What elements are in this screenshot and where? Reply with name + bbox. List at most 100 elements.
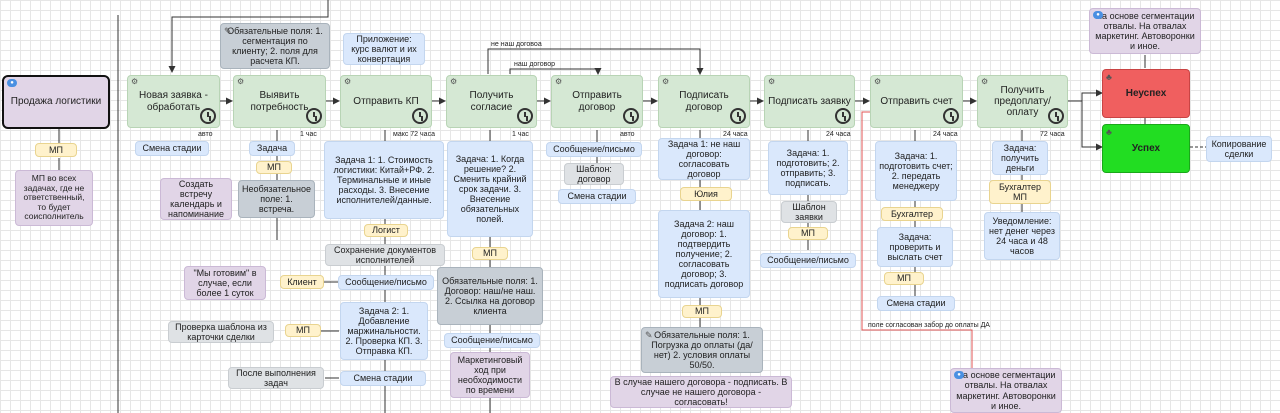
stage-sign-contract[interactable]: ⚙ Подписать договор <box>658 75 750 128</box>
flow-arrow <box>1081 101 1103 151</box>
message-request[interactable]: Сообщение/письмо <box>760 253 856 268</box>
clock-icon <box>1048 108 1064 124</box>
sign-task2[interactable]: Задача 2: наш договор: 1. подтвердить по… <box>658 210 750 298</box>
chat-icon: ● <box>1093 11 1103 19</box>
timer-label: 24 часа <box>933 131 958 138</box>
flow-arrow <box>1068 89 1103 102</box>
clock-icon <box>412 108 428 124</box>
timer-label: 1 час <box>512 131 529 138</box>
agree-task[interactable]: Задача: 1. Когда решение? 2. Сменить кра… <box>447 141 533 237</box>
branch-not-ours <box>487 48 704 75</box>
stage-send-contract[interactable]: ⚙ Отправить договор <box>551 75 643 128</box>
request-task[interactable]: Задача: 1. подготовить; 2. отправить; 3.… <box>768 141 848 195</box>
role-mp: МП <box>285 324 321 337</box>
timer-label: макс 72 часа <box>393 131 435 138</box>
gear-icon: ⚙ <box>555 77 563 86</box>
task2-kp[interactable]: Задача 2: 1. Добавление маржинальности. … <box>340 302 428 360</box>
gear-icon: ⚙ <box>768 77 776 86</box>
org-icon: ♣ <box>1106 127 1112 137</box>
gear-icon: ⚙ <box>874 77 882 86</box>
timer-label: авто <box>620 131 635 138</box>
edge-label-not-ours: не наш договоа <box>491 41 542 48</box>
outcome-success[interactable]: ♣Успех <box>1102 124 1190 173</box>
gear-icon: ⚙ <box>237 77 245 86</box>
required-contract: Обязательные поля: 1. Договор: наш/не на… <box>437 267 543 325</box>
outcome-fail[interactable]: ♣Неуспех <box>1102 69 1190 118</box>
save-docs[interactable]: Сохранение документов исполнителей <box>325 244 445 266</box>
chat-icon: ● <box>954 371 964 379</box>
sign-task1[interactable]: Задача 1: не наш договор: согласовать до… <box>658 138 750 180</box>
stage-get-payment[interactable]: ⚙ Получить предоплату/оплату <box>977 75 1068 128</box>
after-done: После выполнения задач <box>228 367 324 389</box>
role-mp: МП <box>256 161 292 174</box>
gear-icon: ⚙ <box>450 77 458 86</box>
org-icon: ♣ <box>1106 72 1112 82</box>
loop-line <box>168 0 329 73</box>
role-yulia: Юлия <box>680 187 732 201</box>
stage-get-consent[interactable]: ⚙ Получить согласие <box>446 75 537 128</box>
gear-icon: ⚙ <box>981 77 989 86</box>
role-client: Клиент <box>280 275 324 289</box>
edge-label-ours: наш договор <box>514 61 556 68</box>
role-mp: МП <box>788 227 828 240</box>
stage-identify-need[interactable]: ⚙ Выявить потребность <box>233 75 326 128</box>
mp-note: МП во всех задачах, где не ответственный… <box>15 170 93 226</box>
clock-icon <box>200 108 216 124</box>
message-kp[interactable]: Сообщение/письмо <box>338 275 434 290</box>
red-path <box>861 111 973 413</box>
copy-deal[interactable]: Копирование сделки <box>1206 136 1272 162</box>
message-contract[interactable]: Сообщение/письмо <box>546 142 642 157</box>
template-request: Шаблон заявки <box>781 201 837 223</box>
stage-sign-request[interactable]: ⚙ Подписать заявку <box>764 75 855 128</box>
timer-label: 24 часа <box>826 131 851 138</box>
invoice-task2[interactable]: Задача: проверить и выслать счет <box>877 227 953 267</box>
start-node[interactable]: ● Продажа логистики <box>2 75 110 129</box>
template-contract: Шаблон: договор <box>564 163 624 185</box>
stage-send-invoice[interactable]: ⚙ Отправить счет <box>870 75 963 128</box>
role-mp: МП <box>472 247 508 260</box>
role-accountant: Бухгалтер <box>881 207 943 221</box>
invoice-task1[interactable]: Задача: 1. подготовить счет; 2. передать… <box>875 141 957 201</box>
pay-task[interactable]: Задача: получить деньги <box>992 141 1048 175</box>
change-stage-kp[interactable]: Смена стадии <box>340 371 426 386</box>
change-stage-invoice[interactable]: Смена стадии <box>877 296 955 311</box>
required-fields-top: ✎Обязательные поля: 1. сегментация по кл… <box>220 23 330 69</box>
role-mp: МП <box>35 143 77 157</box>
change-stage-contract[interactable]: Смена стадии <box>558 189 636 204</box>
pencil-icon: ✎ <box>224 26 232 36</box>
optional-field: Необязательное поле: 1. встреча. <box>238 180 315 218</box>
clock-icon <box>517 108 533 124</box>
role-mp: МП <box>884 272 924 285</box>
role-mp: МП <box>682 305 722 318</box>
segmentation-note: ●На основе сегментации отвалы. На отвала… <box>1089 8 1201 54</box>
timer-label: 72 часа <box>1040 131 1065 138</box>
pencil-icon: ✎ <box>645 330 653 340</box>
segmentation-note-bottom: ●На основе сегментации отвалы. На отвала… <box>950 368 1062 413</box>
gear-icon: ⚙ <box>344 77 352 86</box>
timer-label: 24 часа <box>723 131 748 138</box>
notify: Уведомление: нет денег через 24 часа и 4… <box>984 212 1060 260</box>
clock-icon <box>835 108 851 124</box>
clock-icon <box>306 108 322 124</box>
branch-ours <box>509 68 602 75</box>
meeting-note: Создать встречу календарь и напоминание <box>160 178 232 220</box>
clock-icon <box>623 108 639 124</box>
app-note: Приложение: курс валют и их конвертация <box>343 33 425 65</box>
message-consent[interactable]: Сообщение/письмо <box>444 333 540 348</box>
our-contract-note: В случае нашего договора - подписать. В … <box>610 376 792 408</box>
check-template[interactable]: Проверка шаблона из карточки сделки <box>168 321 274 343</box>
stage-new-request[interactable]: ⚙ Новая заявка - обработать <box>127 75 220 128</box>
required-payment: ✎Обязательные поля: 1. Погрузка до оплат… <box>641 327 763 373</box>
change-stage[interactable]: Смена стадии <box>135 141 209 156</box>
gear-icon: ⚙ <box>662 77 670 86</box>
task-need[interactable]: Задача <box>249 141 295 156</box>
clock-icon <box>943 108 959 124</box>
edge-label-red: поле согласован забор до оплаты ДА <box>868 322 990 329</box>
marketing-note: Маркетинговый ход при необходимости по в… <box>450 352 530 398</box>
timer-label: 1 час <box>300 131 317 138</box>
clock-icon <box>730 108 746 124</box>
we-cook-note: "Мы готовим" в случае, если более 1 суто… <box>184 266 266 300</box>
gear-icon: ⚙ <box>131 77 139 86</box>
task1-kp[interactable]: Задача 1: 1. Стоимость логистики: Китай+… <box>324 141 444 219</box>
stage-send-kp[interactable]: ⚙ Отправить КП <box>340 75 432 128</box>
